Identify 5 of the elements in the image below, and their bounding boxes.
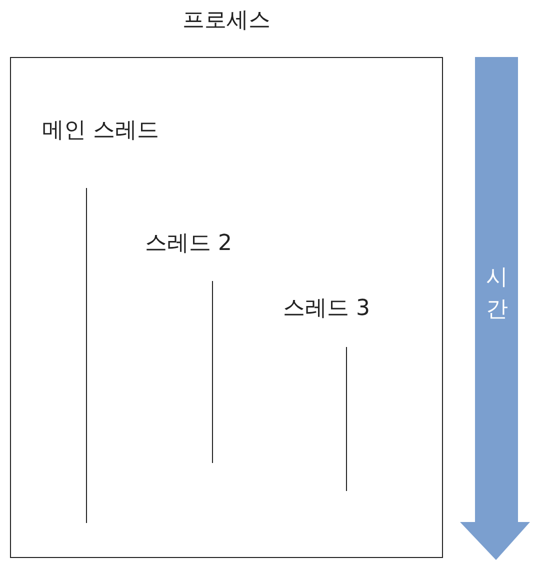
thread-label: 스레드 2 [145,230,232,258]
thread-label: 스레드 3 [283,295,370,323]
time-label: 시간 [486,264,508,324]
thread-label: 메인 스레드 [42,117,159,145]
box-heading: 프로세스 [182,7,270,35]
